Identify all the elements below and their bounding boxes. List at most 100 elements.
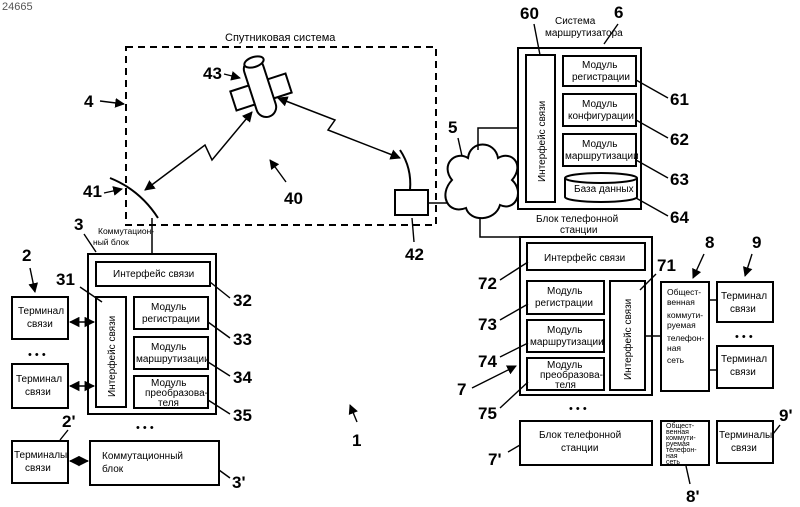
label-8p: 8'	[686, 487, 700, 506]
terminal-left-3-l1: Терминалы	[14, 450, 67, 461]
router-reg-l2: регистрации	[572, 72, 630, 83]
switch-block-2	[90, 441, 219, 485]
pstn-l7: сеть	[667, 355, 685, 365]
switch-block-2-l1: Коммутационный	[102, 451, 183, 462]
label-3p: 3'	[232, 473, 246, 492]
label-4: 4	[84, 92, 94, 111]
pstn-l2: венная	[667, 297, 695, 307]
station-interface-side-label: Интерфейс связи	[622, 299, 634, 380]
switch-reg-l1: Модуль	[151, 302, 186, 313]
label-5: 5	[448, 118, 457, 137]
pstn-l4: руемая	[667, 320, 696, 330]
phone-station-title-1: Блок телефонной	[536, 213, 618, 225]
ellipsis-left-terminals: • • •	[28, 349, 46, 361]
label-33: 33	[233, 330, 252, 349]
switch-block-title-1: Коммутацион-	[98, 226, 154, 236]
router-conf-l2: конфигурации	[568, 110, 634, 122]
phone-station-2-l2: станции	[561, 443, 598, 454]
ellipsis-right-terminals: • • •	[735, 331, 753, 343]
switch-reg-l2: регистрации	[142, 314, 200, 325]
terminal-left-2	[12, 364, 68, 408]
radio-link-left	[145, 112, 252, 190]
label-41: 41	[83, 182, 102, 201]
switch-interface-top-label: Интерфейс связи	[113, 268, 194, 280]
terminal-left-3-l2: связи	[25, 463, 51, 474]
terminal-left-3	[12, 441, 68, 483]
label-72: 72	[478, 274, 497, 293]
dish-41-icon	[110, 178, 158, 218]
doc-id: 24665	[2, 1, 33, 13]
ellipsis-stations: • • •	[569, 403, 587, 415]
label-62: 62	[670, 130, 689, 149]
satellite-system-frame	[126, 47, 436, 225]
terminal-left-1-l2: связи	[27, 319, 53, 330]
label-31: 31	[56, 270, 75, 289]
terminal-right-2-l2: связи	[730, 367, 756, 378]
switch-conv-l3: теля	[158, 398, 179, 409]
router-conf-l1: Модуль	[582, 99, 617, 110]
label-2: 2	[22, 246, 31, 265]
terminal-right-3-l2: связи	[731, 443, 757, 454]
satellite-system-title: Спутниковая система	[225, 32, 336, 44]
pstn-l5: телефон-	[667, 333, 704, 343]
label-64: 64	[670, 208, 689, 227]
label-43: 43	[203, 64, 222, 83]
terminal-right-1	[717, 282, 773, 322]
switch-block-title-2: ный блок	[93, 237, 129, 247]
label-2p: 2'	[62, 412, 76, 431]
switch-rout-l2: маршрутизации	[136, 354, 210, 365]
terminal-left-2-l2: связи	[25, 387, 51, 398]
station-interface-top-label: Интерфейс связи	[544, 252, 625, 264]
gateway-42-box	[395, 190, 428, 215]
phone-station-title-2: станции	[560, 225, 597, 236]
label-61: 61	[670, 90, 689, 109]
label-42: 42	[405, 245, 424, 264]
label-7: 7	[457, 380, 466, 399]
pstn-l6: ная	[667, 343, 681, 353]
label-7p: 7'	[488, 450, 502, 469]
label-60: 60	[520, 4, 539, 23]
link-cloud-station	[480, 219, 522, 237]
switch-rout-l1: Модуль	[151, 342, 186, 353]
label-8: 8	[705, 233, 714, 252]
label-75: 75	[478, 404, 497, 423]
router-rout-l2: маршрутизации	[565, 151, 639, 162]
terminal-left-2-l1: Терминал	[16, 374, 62, 385]
pstn-l1: Общест-	[667, 287, 701, 297]
radio-link-right	[278, 98, 400, 158]
pstn2-l7: сеть	[666, 459, 680, 466]
terminal-right-1-l2: связи	[730, 304, 756, 315]
terminal-right-2-l1: Терминал	[721, 354, 767, 365]
label-71: 71	[657, 256, 676, 275]
terminal-right-3	[717, 421, 773, 463]
label-1: 1	[352, 431, 361, 450]
router-reg-l1: Модуль	[582, 60, 617, 71]
router-interface-label: Интерфейс связи	[536, 101, 548, 182]
label-73: 73	[478, 315, 497, 334]
link-pstn-terminals	[709, 300, 717, 370]
station-conv-l3: теля	[555, 380, 576, 391]
ellipsis-switch-blocks: • • •	[136, 422, 154, 434]
network-cloud-icon	[445, 145, 518, 219]
phone-station-2-l1: Блок телефонной	[539, 429, 621, 441]
terminal-right-1-l1: Терминал	[721, 291, 767, 302]
terminal-left-1-l1: Терминал	[18, 306, 64, 317]
label-6: 6	[614, 3, 623, 22]
station-rout-l2: маршрутизации	[530, 337, 604, 348]
label-32: 32	[233, 291, 252, 310]
label-9: 9	[752, 233, 761, 252]
satellite-icon	[230, 54, 291, 119]
terminal-left-1	[12, 297, 68, 339]
label-35: 35	[233, 406, 252, 425]
router-rout-l1: Модуль	[582, 139, 617, 150]
dish-42-icon	[400, 150, 410, 190]
station-rout-l1: Модуль	[547, 325, 582, 336]
station-reg-l1: Модуль	[547, 286, 582, 297]
label-74: 74	[478, 352, 497, 371]
pstn-l3: коммути-	[667, 310, 703, 320]
router-system-title-1: Система	[555, 16, 596, 27]
label-9p: 9'	[779, 406, 793, 425]
terminal-right-3-l1: Терминалы	[719, 430, 772, 441]
